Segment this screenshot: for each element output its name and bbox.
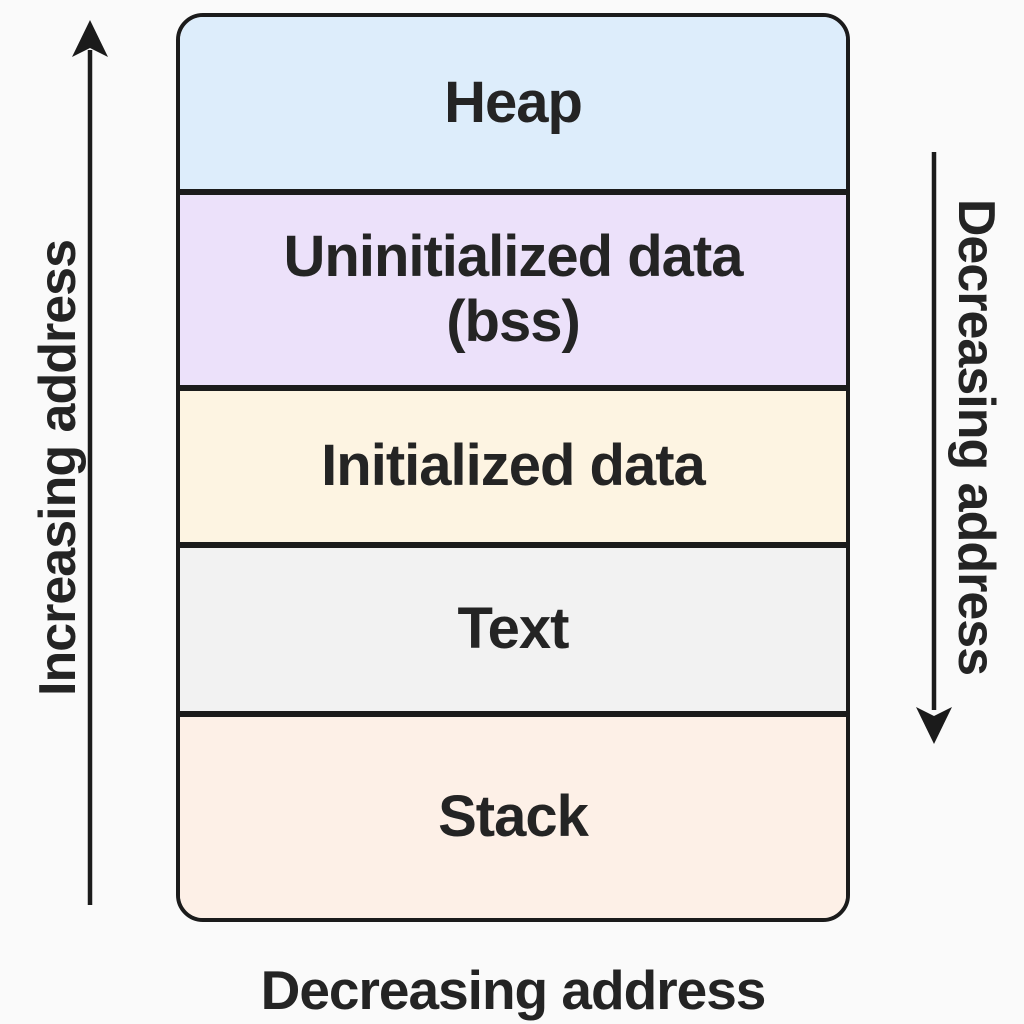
segment-stack: Stack (180, 711, 846, 918)
segment-bss: Uninitialized data (bss) (180, 189, 846, 385)
segment-text: Text (180, 542, 846, 711)
segment-label: Initialized data (321, 433, 706, 499)
bottom-decreasing-address-label: Decreasing address (260, 959, 767, 1021)
decreasing-address-arrow-icon (916, 152, 952, 744)
increasing-address-label: Increasing address (29, 240, 87, 696)
segment-label: Stack (438, 784, 589, 850)
memory-box: Heap Uninitialized data (bss) Initialize… (176, 13, 850, 922)
segment-label: Heap (444, 69, 583, 135)
segment-initialized-data: Initialized data (180, 385, 846, 542)
decreasing-address-label: Decreasing address (947, 198, 1005, 676)
segment-label: Uninitialized data (bss) (283, 224, 744, 354)
segment-heap: Heap (180, 17, 846, 189)
segment-label: Text (457, 596, 570, 662)
increasing-address-arrow-icon (72, 20, 108, 905)
